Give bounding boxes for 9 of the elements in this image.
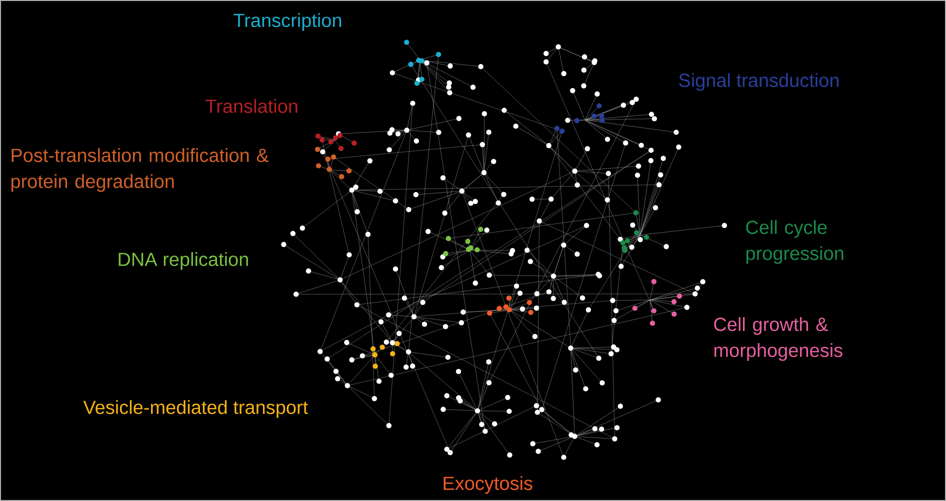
category-label: Signal transduction <box>679 73 839 91</box>
category-label: Vesicle-mediated transport <box>83 400 308 418</box>
category-label: Cell cycle progression <box>746 220 844 264</box>
category-label: DNA replication <box>118 252 248 270</box>
category-label: Translation <box>206 99 298 113</box>
category-label: Cell growth & morphogenesis <box>714 317 842 361</box>
category-label: Transcription <box>234 13 342 31</box>
category-label: Exocytosis <box>444 476 532 494</box>
category-label: Post-translation modification & protein degradation <box>11 148 269 192</box>
